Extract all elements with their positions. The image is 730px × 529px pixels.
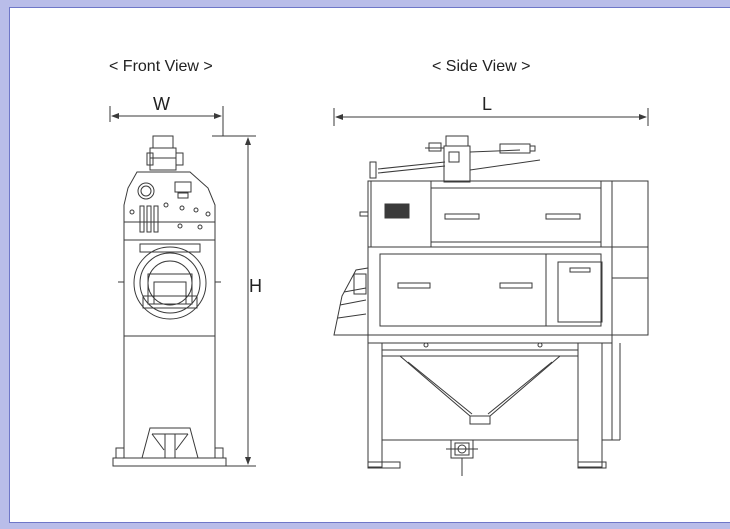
height-dimension-line <box>212 135 256 467</box>
side-upper-body <box>359 180 649 248</box>
width-dimension-line <box>109 106 224 136</box>
height-dimension-label: H <box>249 276 262 296</box>
length-dimension-line <box>333 108 649 126</box>
side-inlet-spout <box>333 267 369 336</box>
side-motor-assembly <box>369 135 541 183</box>
length-dimension-label: L <box>482 94 493 114</box>
front-lower-body <box>112 335 227 467</box>
side-view-title: < Side View > <box>432 58 531 75</box>
front-upper-housing <box>123 171 216 241</box>
front-view-title: < Front View > <box>109 58 213 75</box>
front-motor <box>146 135 184 171</box>
front-blower <box>118 239 221 337</box>
width-dimension-label: W <box>153 94 170 114</box>
side-view <box>333 108 649 476</box>
front-view <box>109 106 256 467</box>
side-middle-body <box>367 246 649 336</box>
side-lower-frame <box>367 334 621 469</box>
side-outlet-valve <box>446 439 478 476</box>
